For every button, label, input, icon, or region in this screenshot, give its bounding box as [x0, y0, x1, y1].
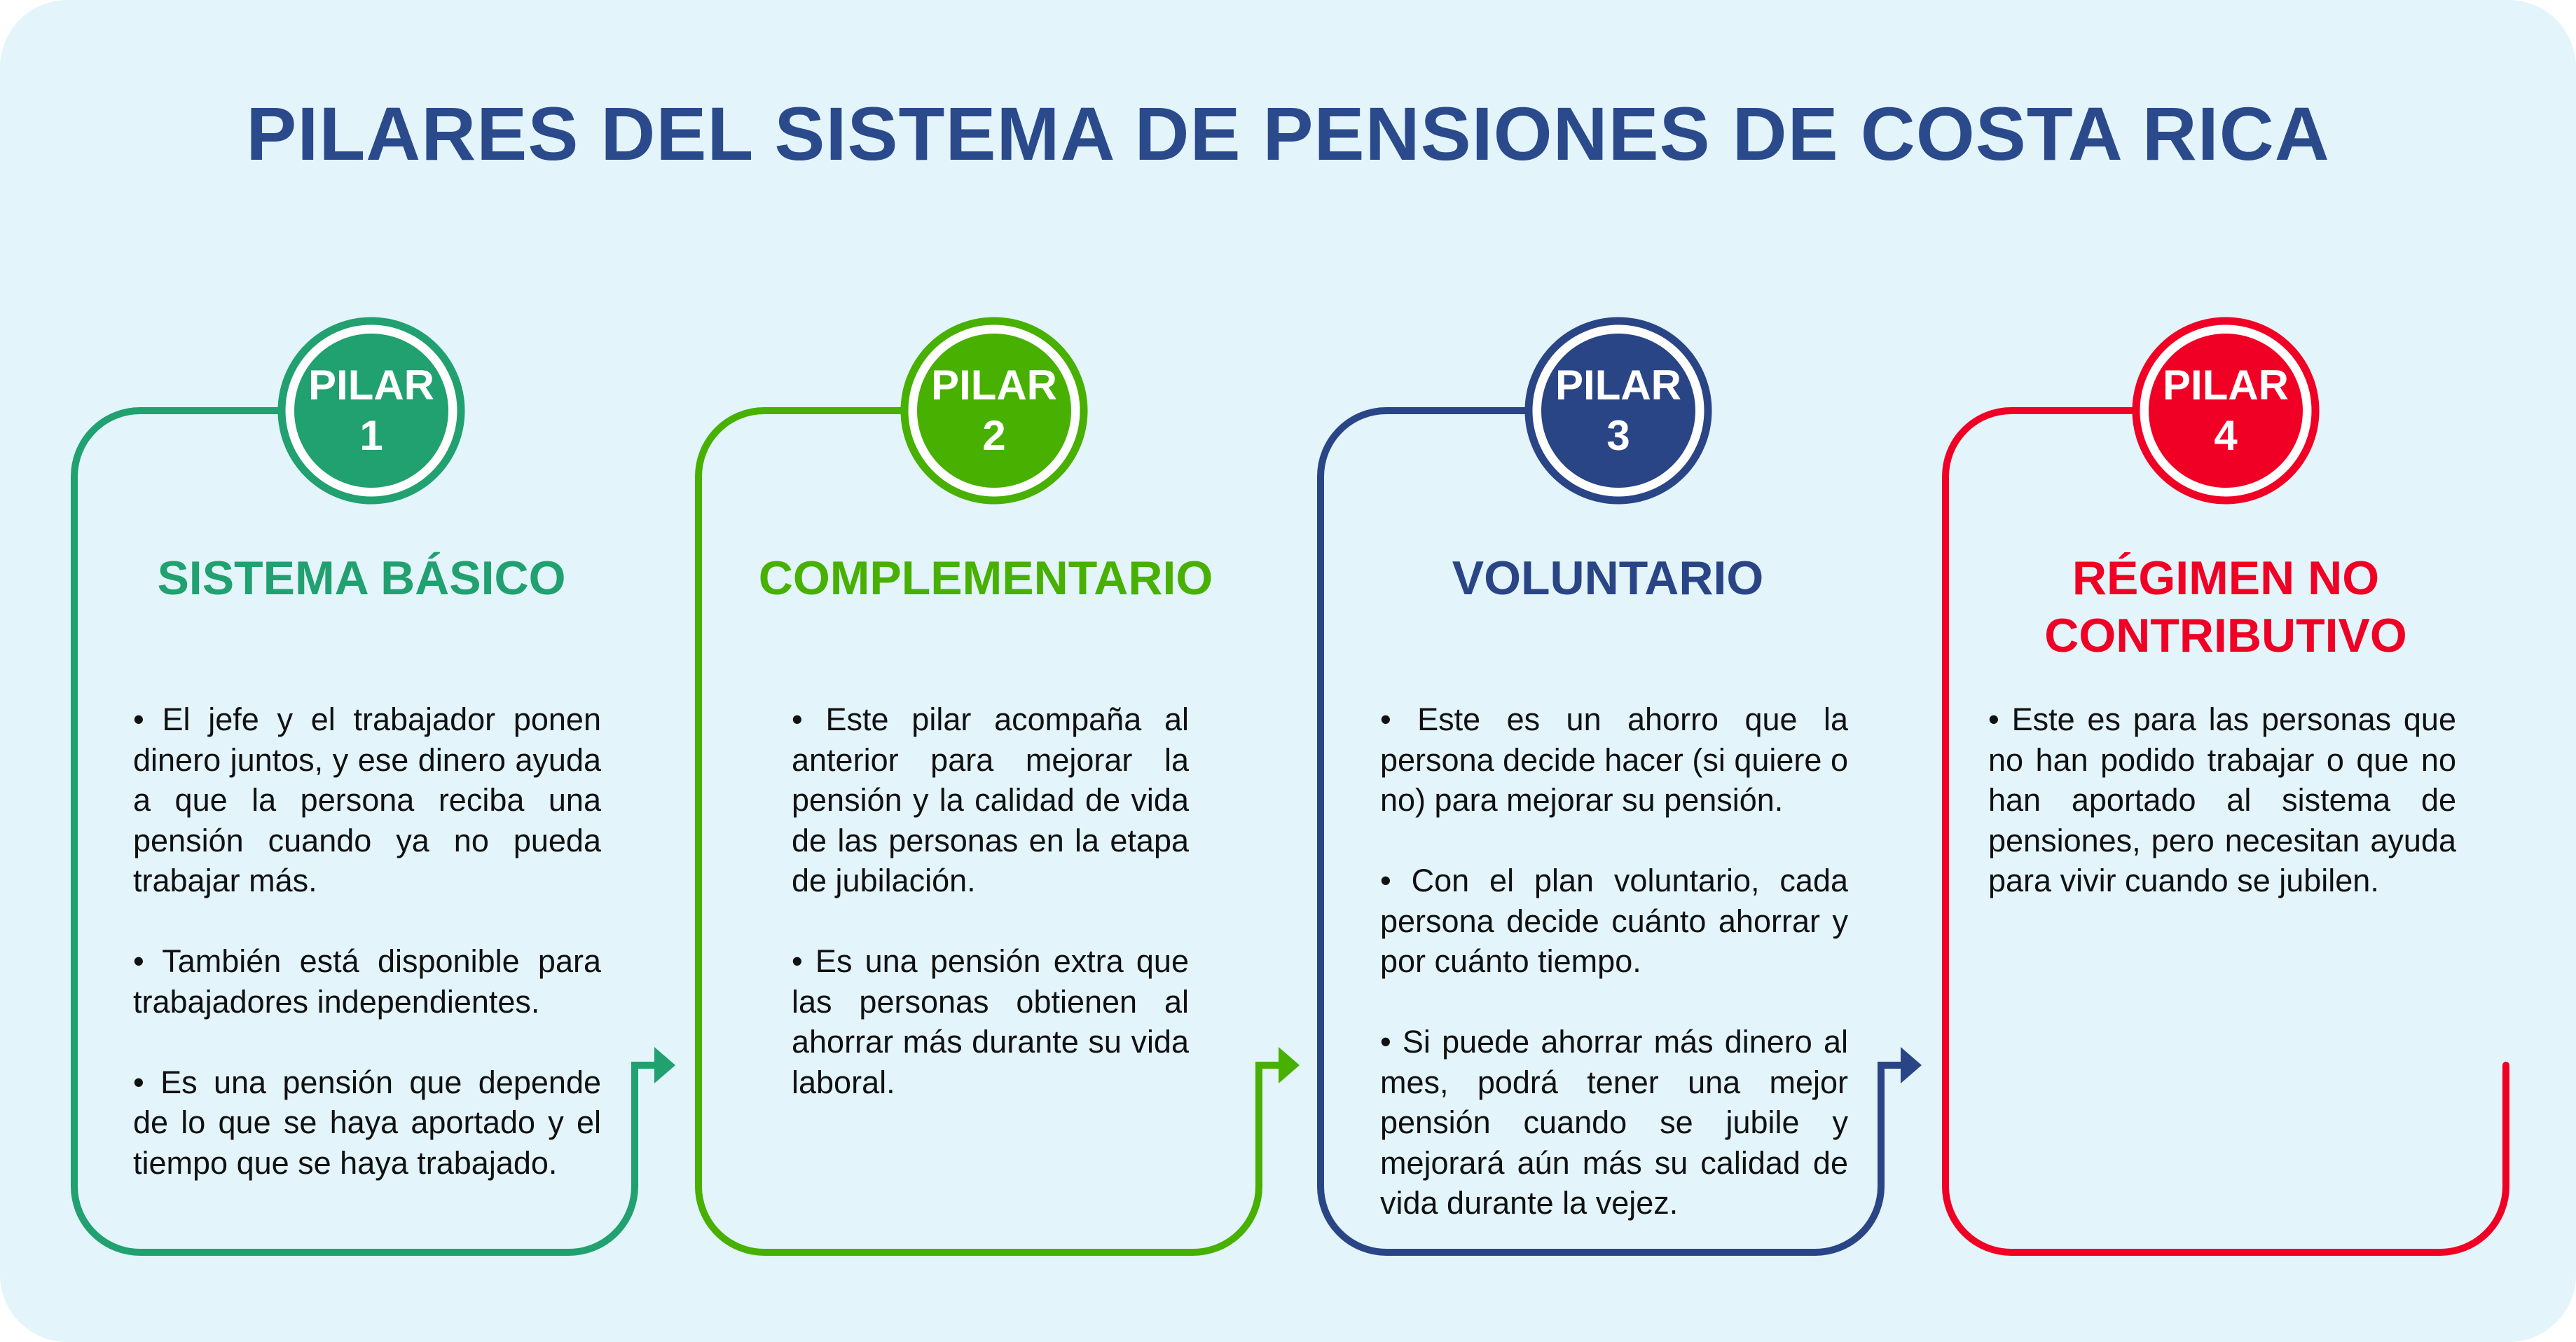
arrow-right-icon: [1901, 1047, 1922, 1083]
bullet-item: • Es una pensión que depende de lo que s…: [133, 1064, 601, 1181]
bullet-item: • Con el plan voluntario, cada persona d…: [1380, 863, 1848, 979]
pillar-heading: COMPLEMENTARIO: [758, 552, 1213, 605]
badge-text: PILAR: [931, 362, 1057, 409]
arrow-right-icon: [654, 1047, 675, 1083]
pillar-description: • El jefe y el trabajador ponen dinero j…: [133, 699, 601, 1224]
badge-number: 3: [1606, 412, 1630, 459]
pillar-badge: [917, 334, 1071, 488]
arrow-right-icon: [1279, 1047, 1300, 1083]
pillar-heading: VOLUNTARIO: [1452, 552, 1764, 605]
pillar-frame: [695, 407, 1283, 1256]
pillar-heading: SISTEMA BÁSICO: [157, 552, 566, 605]
badge-text: PILAR: [2163, 362, 2289, 409]
badge-text: PILAR: [308, 362, 434, 409]
badge-number: 4: [2214, 412, 2238, 459]
badge-text: PILAR: [1555, 362, 1681, 409]
pillar-frame: [71, 407, 659, 1256]
pillar-frame: [1942, 407, 2509, 1256]
pillar-badge: [2149, 334, 2303, 488]
badge-number: 1: [359, 412, 383, 459]
bullet-item: • Si puede ahorrar más dinero al mes, po…: [1380, 1024, 1848, 1221]
pillar-badge: [294, 334, 448, 488]
bullet-item: • Este es para las personas que no han p…: [1988, 701, 2456, 898]
pillar-description: • Este es para las personas que no han p…: [1988, 699, 2456, 941]
bullet-item: • Este es un ahorro que la persona decid…: [1380, 701, 1848, 818]
pillar-badge: [1541, 334, 1695, 488]
pillar-description: • Este es un ahorro que la persona decid…: [1380, 699, 1848, 1264]
bullet-item: • Es una pensión extra que las personas …: [792, 943, 1189, 1100]
page-title: PILARES DEL SISTEMA DE PENSIONES DE COST…: [246, 91, 2330, 176]
badge-number: 2: [982, 412, 1006, 459]
pillar-description: • Este pilar acompaña al anterior para m…: [792, 699, 1189, 1143]
bullet-item: • El jefe y el trabajador ponen dinero j…: [133, 701, 601, 898]
bullet-item: • También está disponible para trabajado…: [133, 943, 601, 1020]
bullet-item: • Este pilar acompaña al anterior para m…: [792, 701, 1189, 898]
pillar-heading: RÉGIMEN NO CONTRIBUTIVO: [2044, 552, 2407, 662]
pillar-frame: [1317, 407, 1906, 1256]
